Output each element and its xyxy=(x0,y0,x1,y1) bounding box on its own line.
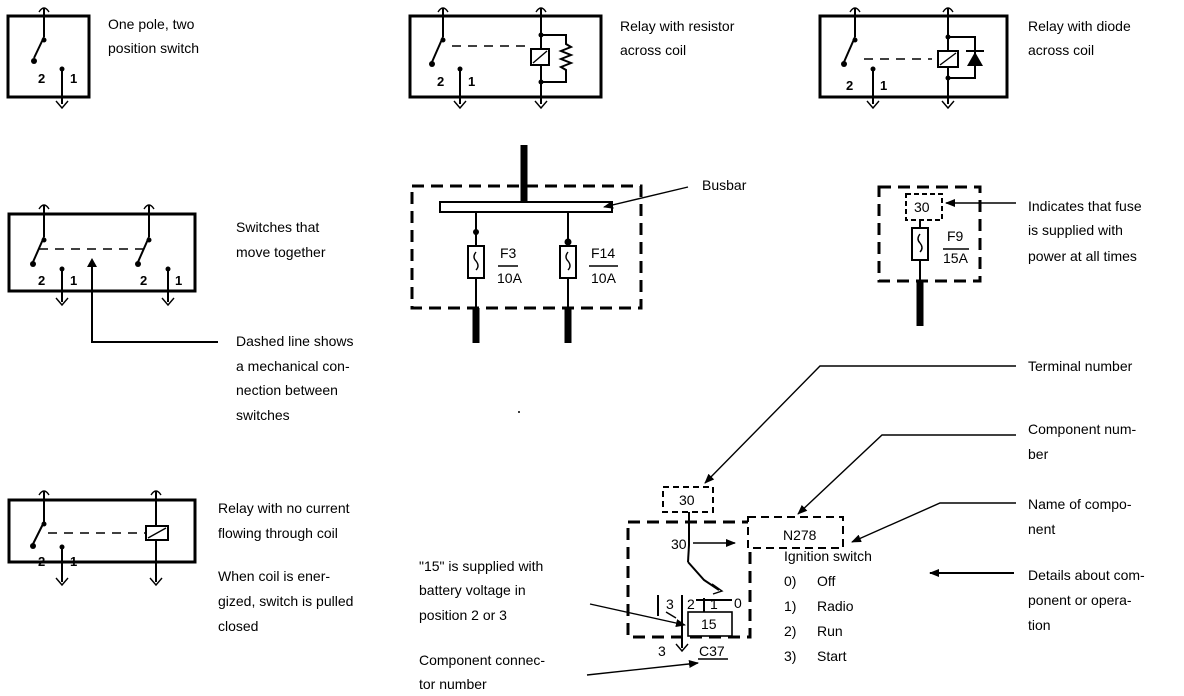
component-details-label: Details about com- ponent or opera- tion xyxy=(1028,567,1149,633)
component-number-label: Component num- ber xyxy=(1028,421,1140,462)
dashed-line-label: Dashed line shows a mechanical con- nect… xyxy=(236,333,357,423)
single-switch-symbol: 2 1 xyxy=(6,7,91,110)
linked-switches-label: Switches that move together xyxy=(236,219,326,260)
ignition-input-terminal: 30 xyxy=(671,536,687,552)
fuse-f9-rating: 15A xyxy=(943,250,969,266)
ignition-position-name: Start xyxy=(817,648,847,664)
fuse-f14-rating: 10A xyxy=(591,270,617,286)
terminal-number-label: Terminal number xyxy=(1028,358,1133,374)
ignition-position-num: 3) xyxy=(784,648,796,664)
switch-position-2: 2 xyxy=(38,71,45,86)
ignition-name: Ignition switch xyxy=(784,548,872,564)
busbar-fuse-panel: F3 10A F14 10A xyxy=(410,145,643,343)
switch-position-2: 2 xyxy=(846,78,853,93)
single-switch-label: One pole, two position switch xyxy=(108,16,199,56)
busbar-label: Busbar xyxy=(702,177,747,193)
relay-no-current-label: Relay with no current flowing through co… xyxy=(218,500,353,541)
fuse-f9-terminal: 30 xyxy=(914,199,930,215)
linked-switches-symbol: 2 1 2 1 xyxy=(7,204,218,343)
switch-position-1: 1 xyxy=(70,71,77,86)
fuse-supply-label: Indicates that fuse is supplied with pow… xyxy=(1028,198,1146,264)
fuse-f3-rating: 10A xyxy=(497,270,523,286)
diode-relay-label: Relay with diode across coil xyxy=(1028,18,1135,58)
switch-position-1: 1 xyxy=(880,78,887,93)
relay-no-current-symbol: 2 1 xyxy=(7,490,197,587)
ignition-component-number: N278 xyxy=(783,527,817,543)
relay-energized-label: When coil is ener- gized, switch is pull… xyxy=(218,568,357,634)
fuse-f14-name: F14 xyxy=(591,245,615,261)
resistor-relay-label: Relay with resistor across coil xyxy=(620,18,738,58)
switch-position-2b: 2 xyxy=(140,273,147,288)
ignition-connector-pin: 3 xyxy=(658,643,666,659)
ignition-position-num: 2) xyxy=(784,623,796,639)
resistor-relay-symbol: 2 1 xyxy=(408,7,603,110)
switch-position-1: 1 xyxy=(70,273,77,288)
ignition-connector-number: C37 xyxy=(699,643,725,659)
switch-position-1: 1 xyxy=(468,74,475,89)
connector-number-label: Component connec- tor number xyxy=(419,652,549,692)
component-name-label: Name of compo- nent xyxy=(1028,496,1135,537)
switch-position-2: 2 xyxy=(437,74,444,89)
ignition-contact-2: 2 xyxy=(687,596,695,612)
supplied-15-label: "15" is supplied with battery voltage in… xyxy=(419,558,547,623)
ignition-switch-symbol: 30 30 N278 3 2 1 0 15 3 C37 xyxy=(626,486,844,660)
ignition-contact-1: 1 xyxy=(710,596,718,612)
ignition-position-name: Radio xyxy=(817,598,854,614)
ignition-terminal: 30 xyxy=(679,492,695,508)
switch-position-1b: 1 xyxy=(175,273,182,288)
switch-position-2: 2 xyxy=(38,273,45,288)
ignition-position-name: Run xyxy=(817,623,843,639)
ignition-contact-0: 0 xyxy=(734,595,742,611)
ignition-position-num: 1) xyxy=(784,598,796,614)
ignition-output-terminal: 15 xyxy=(701,616,717,632)
fuse-f9-name: F9 xyxy=(947,228,964,244)
ignition-contact-3: 3 xyxy=(666,596,674,612)
switch-position-1: 1 xyxy=(70,554,77,569)
fuse-f3-name: F3 xyxy=(500,245,517,261)
ignition-position-num: 0) xyxy=(784,573,796,589)
diode-relay-symbol: 2 1 xyxy=(818,7,1009,110)
fuse-always-powered-symbol: 30 F9 15A xyxy=(877,185,982,326)
switch-position-2: 2 xyxy=(38,554,45,569)
ignition-position-name: Off xyxy=(817,573,836,589)
ignition-positions-list: 0) Off 1) Radio 2) Run 3) Start xyxy=(784,573,854,664)
